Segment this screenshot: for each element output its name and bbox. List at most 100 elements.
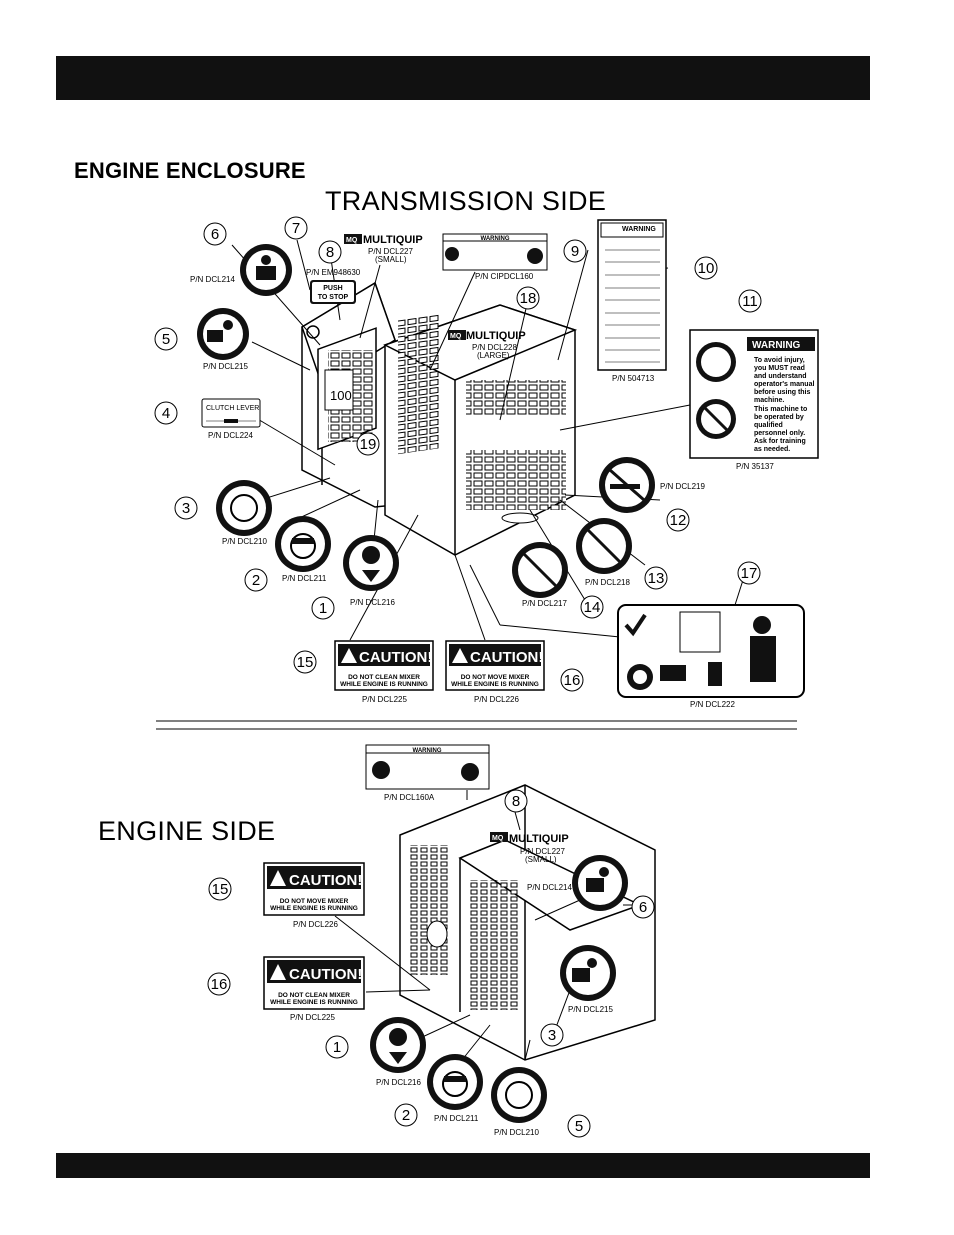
decal-multiquip-small: MQ MULTIQUIP — [344, 234, 423, 246]
callout-15: 15 — [293, 650, 317, 674]
svg-text:CAUTION!: CAUTION! — [470, 649, 543, 666]
callout-3-engine: 5 — [567, 1114, 591, 1138]
callout-3: 3 — [174, 496, 198, 520]
svg-text:MQ: MQ — [450, 333, 462, 340]
pn-dcl210-engine: P/N DCL210 — [494, 1128, 539, 1137]
svg-text:before using this: before using this — [754, 389, 811, 396]
decal-dcl211 — [275, 516, 331, 572]
decal-cipdcl160: WARNING — [442, 233, 548, 271]
callout-11: 11 — [738, 289, 762, 313]
svg-text:To avoid injury,: To avoid injury, — [754, 357, 805, 364]
svg-text:2: 2 — [402, 1107, 410, 1124]
svg-text:7: 7 — [292, 220, 300, 237]
decal-dcl225: CAUTION! DO NOT CLEAN MIXER WHILE ENGINE… — [334, 640, 434, 691]
callout-18: 18 — [516, 286, 540, 310]
decal-dcl210-engine — [491, 1067, 547, 1123]
pn-dcl224: P/N DCL224 — [208, 431, 253, 440]
pn-dcl160a: P/N DCL160A — [384, 793, 435, 802]
vent-louvers — [466, 380, 566, 415]
vent-louvers — [466, 450, 566, 510]
svg-text:DO NOT MOVE MIXER: DO NOT MOVE MIXER — [280, 898, 349, 905]
pn-dcl228: P/N DCL228 — [472, 343, 517, 352]
pn-dcl210: P/N DCL210 — [222, 537, 267, 546]
decal-35137: WARNING — [689, 329, 819, 459]
svg-text:CAUTION!: CAUTION! — [289, 966, 362, 983]
svg-text:10: 10 — [698, 260, 715, 277]
callout-5-engine: 3 — [540, 1023, 564, 1047]
pn-dcl227-engine: P/N DCL227 — [520, 847, 565, 856]
svg-text:WARNING: WARNING — [481, 236, 510, 242]
decal-dcl216-engine — [370, 1017, 426, 1073]
pn-dcl216-engine: P/N DCL216 — [376, 1078, 421, 1087]
decal-dcl217 — [512, 542, 568, 598]
svg-text:12: 12 — [670, 512, 687, 529]
svg-text:16: 16 — [211, 976, 228, 993]
callout-19: 19 — [356, 432, 380, 456]
svg-text:personnel only.: personnel only. — [754, 430, 805, 437]
pn-dcl214: P/N DCL214 — [190, 275, 235, 284]
callout-6-engine: 6 — [631, 895, 655, 919]
svg-text:you MUST read: you MUST read — [754, 365, 805, 372]
transmission-side-title: TRANSMISSION SIDE — [325, 186, 607, 216]
pn-dcl222: P/N DCL222 — [690, 700, 735, 709]
pn-dcl211-engine: P/N DCL211 — [434, 1114, 479, 1123]
svg-text:MULTIQUIP: MULTIQUIP — [363, 234, 423, 246]
svg-text:WARNING: WARNING — [413, 748, 442, 754]
svg-text:operator's manual: operator's manual — [754, 381, 814, 388]
pn-dcl215: P/N DCL215 — [203, 362, 248, 371]
pn-cipdcl160: P/N CIPDCL160 — [475, 272, 534, 281]
decal-504713: WARNING — [597, 219, 667, 371]
svg-text:This machine to: This machine to — [754, 406, 807, 413]
decal-dcl218 — [576, 518, 632, 574]
decal-dcl214-engine — [572, 855, 628, 911]
pn-dcl217: P/N DCL217 — [522, 599, 567, 608]
vent-louvers — [398, 313, 440, 455]
handle-slot — [501, 512, 539, 524]
callout-2-engine: 2 — [394, 1103, 418, 1127]
svg-text:WARNING: WARNING — [622, 226, 656, 233]
svg-text:DO NOT CLEAN MIXER: DO NOT CLEAN MIXER — [278, 992, 350, 999]
decal-dcl226-engine: CAUTION! DO NOT MOVE MIXER WHILE ENGINE … — [263, 862, 365, 916]
callout-16: 16 — [560, 668, 584, 692]
vent-louvers — [470, 880, 520, 1010]
decal-push-to-stop: PUSH TO STOP — [310, 280, 356, 304]
pn-504713: P/N 504713 — [612, 374, 655, 383]
svg-text:DO NOT MOVE MIXER: DO NOT MOVE MIXER — [461, 674, 530, 681]
warning-35137-text: To avoid injury, you MUST read and under… — [754, 357, 814, 453]
callout-8-engine: 8 — [504, 789, 528, 813]
decal-dcl219 — [599, 457, 655, 513]
decal-dcl226: CAUTION! DO NOT MOVE MIXER WHILE ENGINE … — [445, 640, 545, 691]
large-label: (LARGE) — [477, 351, 510, 360]
section-divider — [156, 720, 797, 730]
svg-text:15: 15 — [212, 881, 229, 898]
svg-text:qualified: qualified — [754, 422, 783, 429]
footer-bar — [56, 1153, 870, 1178]
svg-text:machine.: machine. — [754, 397, 784, 404]
pn-dcl216: P/N DCL216 — [350, 598, 395, 607]
svg-text:6: 6 — [639, 899, 647, 916]
svg-text:14: 14 — [584, 599, 601, 616]
svg-text:13: 13 — [648, 570, 665, 587]
svg-text:CLUTCH LEVER: CLUTCH LEVER — [206, 405, 259, 412]
svg-text:9: 9 — [571, 243, 579, 260]
svg-text:5: 5 — [162, 331, 170, 348]
pn-dcl219: P/N DCL219 — [660, 482, 705, 491]
callout-5: 5 — [154, 327, 178, 351]
pn-dcl218: P/N DCL218 — [585, 578, 630, 587]
svg-text:WHILE ENGINE IS RUNNING: WHILE ENGINE IS RUNNING — [451, 681, 539, 688]
pn-em948630: P/N EM948630 — [306, 268, 361, 277]
hour-meter — [324, 369, 354, 411]
svg-text:1: 1 — [319, 600, 327, 617]
callout-6: 6 — [203, 222, 227, 246]
svg-text:WARNING: WARNING — [752, 340, 801, 351]
small-label-engine: (SMALL) — [525, 855, 557, 864]
decal-dcl160a: WARNING — [365, 744, 490, 790]
svg-text:PUSH: PUSH — [323, 285, 342, 292]
decal-dcl210 — [216, 480, 272, 536]
svg-text:be operated by: be operated by — [754, 414, 804, 421]
svg-text:as needed.: as needed. — [754, 446, 790, 453]
decal-dcl216 — [343, 535, 399, 591]
svg-text:17: 17 — [741, 565, 758, 582]
decal-dcl222 — [617, 604, 805, 698]
svg-text:WHILE ENGINE IS RUNNING: WHILE ENGINE IS RUNNING — [270, 999, 358, 1006]
